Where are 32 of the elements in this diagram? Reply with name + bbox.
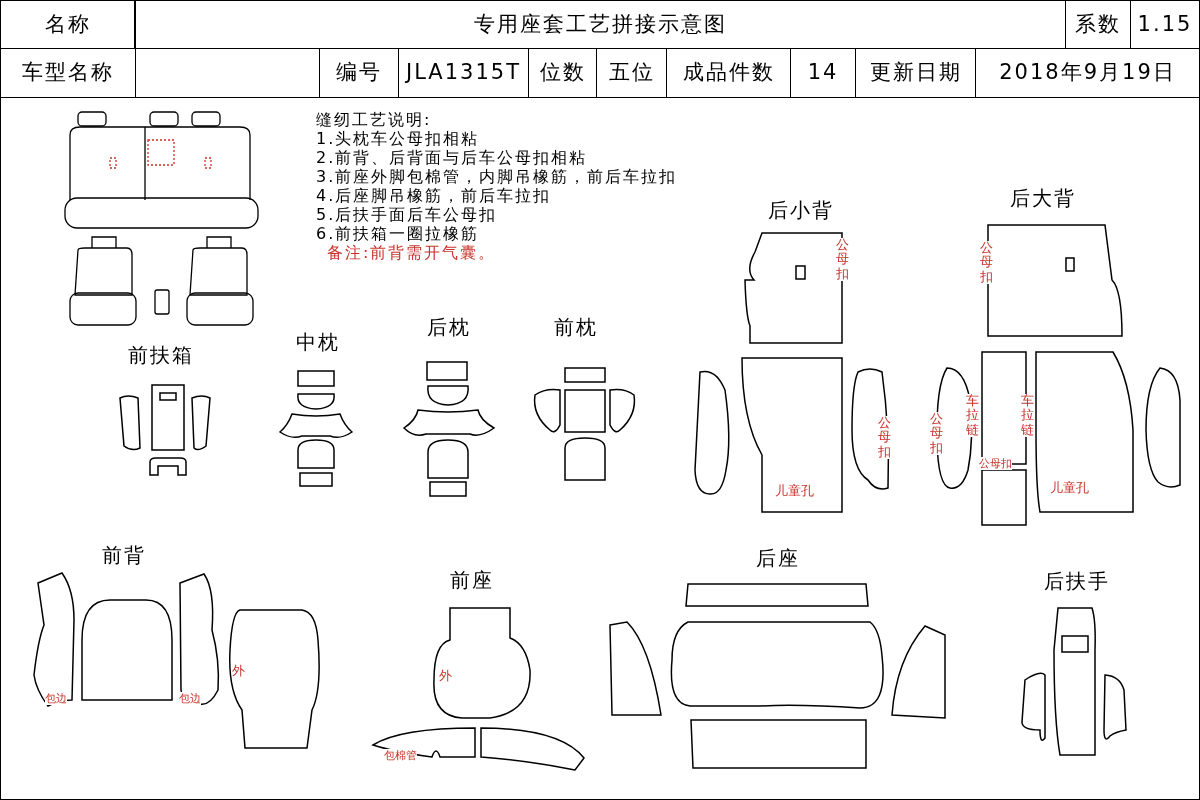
annotation-text: 公母扣 (878, 416, 891, 459)
annotation-text: 外 (439, 668, 452, 683)
section-heading: 后座 (756, 546, 800, 570)
section-heading: 后枕 (427, 315, 471, 339)
section-heading: 前枕 (554, 315, 598, 339)
instruction-text: 4.后座脚吊橡筋，前后车拉扣 (316, 186, 552, 205)
annotation-text: 包棉管 (384, 749, 417, 762)
instruction-text: 6.前扶箱一圈拉橡筋 (316, 224, 480, 243)
section-heading: 前背 (102, 543, 146, 567)
annotation-text: 公母扣 (930, 412, 943, 455)
annotation-text: 车拉链 (966, 394, 979, 437)
annotation-text: 儿童孔 (1050, 480, 1089, 495)
section-heading: 前座 (450, 568, 494, 592)
section-heading: 前扶箱 (128, 343, 194, 367)
annotation-text: 外 (232, 663, 245, 678)
instruction-text: 1.头枕车公母扣相粘 (316, 129, 480, 148)
annotation-text: 公母扣 (980, 241, 993, 284)
instruction-text: 3.前座外脚包棉管，内脚吊橡筋，前后车拉扣 (316, 167, 678, 186)
section-heading: 后小背 (768, 198, 834, 222)
section-heading: 中枕 (296, 330, 340, 354)
section-heading: 后扶手 (1044, 569, 1110, 593)
instruction-text: 2.前背、后背面与后车公母扣相粘 (316, 148, 588, 167)
annotation-text: 车拉链 (1021, 394, 1034, 437)
annotation-text: 包边 (45, 692, 67, 705)
instruction-text: 缝纫工艺说明: (316, 110, 432, 129)
remark-text: 备注:前背需开气囊。 (327, 243, 497, 262)
annotation-text: 公母扣 (979, 457, 1012, 470)
annotation-text: 包边 (179, 692, 201, 705)
annotation-text: 公母扣 (836, 238, 849, 281)
section-heading: 后大背 (1010, 186, 1076, 210)
annotation-text: 儿童孔 (775, 483, 814, 498)
instruction-text: 5.后扶手面后车公母扣 (316, 205, 498, 224)
